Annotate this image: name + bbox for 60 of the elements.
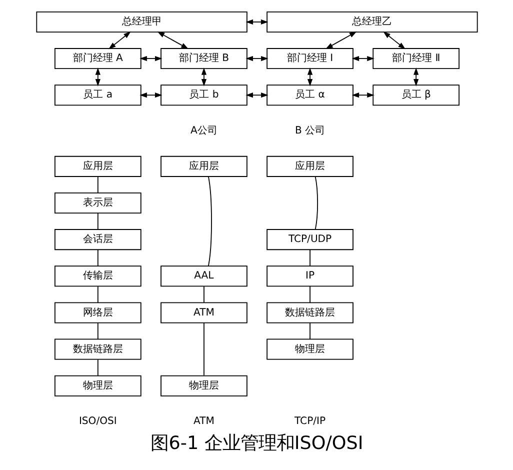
label: A公司 bbox=[190, 125, 217, 136]
connector bbox=[96, 250, 98, 266]
connector bbox=[309, 286, 310, 304]
arrow bbox=[139, 56, 162, 62]
arrow bbox=[382, 32, 405, 50]
caption: 图6-1 企业管理和ISO/OSI bbox=[150, 432, 363, 454]
node-box: 表示层 bbox=[54, 192, 141, 214]
connector bbox=[309, 322, 310, 340]
arrow bbox=[245, 19, 268, 25]
node-box: 总经理甲 bbox=[36, 11, 247, 32]
arrow bbox=[245, 92, 268, 98]
node-box: 网络层 bbox=[54, 302, 141, 324]
arrow bbox=[325, 32, 356, 49]
connector bbox=[203, 322, 204, 376]
label: B 公司 bbox=[294, 125, 325, 136]
node-box: IP bbox=[266, 266, 353, 287]
arrow bbox=[351, 92, 374, 98]
connector bbox=[96, 286, 98, 304]
arrow bbox=[306, 68, 312, 86]
node-box: 总经理乙 bbox=[266, 11, 478, 32]
node-box: 应用层 bbox=[160, 156, 247, 177]
arrow bbox=[200, 68, 206, 86]
arrow bbox=[156, 32, 188, 49]
node-box: 部门经理 Ⅰ bbox=[266, 48, 353, 70]
arrow bbox=[108, 32, 130, 50]
node-box: TCP/UDP bbox=[266, 229, 353, 250]
connector bbox=[314, 176, 318, 230]
node-box: 会话层 bbox=[54, 229, 141, 250]
node-box: 员工 a bbox=[54, 84, 141, 106]
connector bbox=[207, 176, 212, 266]
connector bbox=[96, 322, 98, 340]
node-box: 员工 β bbox=[372, 84, 460, 106]
node-box: 应用层 bbox=[266, 156, 353, 177]
node-box: 部门经理 B bbox=[160, 48, 247, 70]
arrow bbox=[245, 56, 268, 62]
node-box: 物理层 bbox=[160, 375, 247, 396]
arrow bbox=[139, 92, 162, 98]
connector bbox=[309, 250, 310, 266]
label: ATM bbox=[193, 416, 214, 428]
node-box: 物理层 bbox=[266, 338, 353, 360]
node-box: 部门经理 A bbox=[54, 48, 141, 70]
label: TCP/IP bbox=[294, 416, 326, 428]
node-box: 数据链路层 bbox=[266, 302, 353, 324]
connector bbox=[96, 176, 98, 194]
node-box: 部门经理 Ⅱ bbox=[372, 48, 460, 70]
node-box: 应用层 bbox=[54, 156, 141, 177]
node-box: 员工 α bbox=[266, 84, 353, 106]
connector bbox=[96, 212, 98, 230]
connector bbox=[203, 286, 204, 304]
node-box: 员工 b bbox=[160, 84, 247, 106]
label: ISO/OSI bbox=[78, 416, 116, 428]
node-box: ATM bbox=[160, 302, 247, 324]
node-box: 物理层 bbox=[54, 375, 141, 396]
node-box: AAL bbox=[160, 266, 247, 287]
node-box: 传输层 bbox=[54, 266, 141, 287]
arrow bbox=[351, 56, 374, 62]
node-box: 数据链路层 bbox=[54, 338, 141, 360]
arrow bbox=[413, 68, 418, 86]
connector bbox=[96, 359, 98, 376]
arrow bbox=[94, 68, 100, 86]
